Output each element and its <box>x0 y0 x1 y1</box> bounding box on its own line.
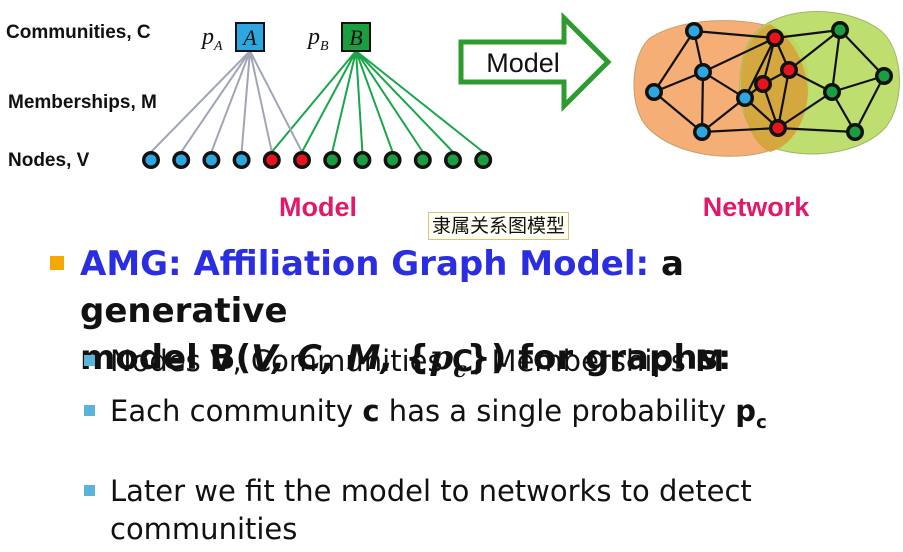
communities-label: Communities, C <box>6 22 151 43</box>
node-a <box>236 154 248 166</box>
membership-edge-a <box>180 50 251 153</box>
network-node-b <box>826 86 838 98</box>
network-caption: Network <box>703 192 811 222</box>
network-node-b <box>878 70 890 82</box>
main-line2-suffix: for graphs: <box>506 338 732 378</box>
network-edge <box>653 30 695 93</box>
node-b <box>477 154 489 166</box>
main-line1-rest: a generative <box>80 244 684 331</box>
network-node-ab <box>769 32 781 44</box>
sub-bullet-2: Each community c has a single probabilit… <box>84 392 894 442</box>
membership-edge-a <box>210 50 251 153</box>
node-b <box>387 154 399 166</box>
network-node-ab <box>757 78 769 90</box>
network-node-b <box>834 24 846 36</box>
main-line2-prefix: model B( <box>80 338 252 378</box>
network-edge <box>744 37 776 99</box>
sub-bullet-marker <box>84 355 95 366</box>
network-edge <box>854 75 885 133</box>
node-ab <box>296 154 308 166</box>
network-nodes <box>645 21 893 141</box>
node-b <box>417 154 429 166</box>
network-node-a <box>697 66 709 78</box>
node-b <box>326 154 338 166</box>
network-edge <box>776 69 791 129</box>
membership-edge-a <box>249 50 273 153</box>
sub-bullet-1: Nodes V, Communities C, Memberships M <box>84 342 894 380</box>
community-b-letter: B <box>349 25 362 50</box>
network-edge <box>653 91 703 133</box>
network-edges <box>653 28 885 134</box>
membership-edge-b <box>355 50 394 153</box>
membership-edge-b <box>271 50 357 153</box>
community-a-letter: A <box>241 25 257 50</box>
network-edge <box>774 28 841 40</box>
model-arrow <box>458 11 612 113</box>
sub-bullet-3: Later we fit the model to networks to de… <box>84 472 894 548</box>
membership-edge-b <box>331 50 357 153</box>
network-node-b <box>849 126 861 138</box>
network-edge <box>831 74 885 94</box>
main-bullet-text: AMG: Affiliation Graph Model: a generati… <box>80 241 890 394</box>
nodes-label: Nodes, V <box>8 150 90 171</box>
main-bullet: AMG: Affiliation Graph Model: a generati… <box>50 241 890 394</box>
sub-bullet-marker <box>84 405 95 416</box>
node-b <box>447 154 459 166</box>
network-edge <box>700 71 705 133</box>
p-b-label: pB <box>306 24 329 54</box>
p-a-label: pA <box>200 24 223 54</box>
model-arrow-label: Model <box>486 48 560 78</box>
network-edge <box>702 37 776 73</box>
node-a <box>175 154 187 166</box>
network-node-a <box>648 86 660 98</box>
bullet-marker <box>50 256 64 270</box>
network-node-ab <box>772 122 784 134</box>
amg-title: AMG: Affiliation Graph Model: <box>80 244 650 284</box>
main-line2-params: V, C, M, <box>251 338 394 378</box>
network-node-ab <box>783 64 795 76</box>
community-a-box <box>235 22 265 52</box>
membership-edge-a <box>150 50 251 153</box>
network-edge <box>839 29 885 77</box>
membership-edge-b <box>355 50 484 153</box>
community-b-box <box>341 22 371 52</box>
network-node-a <box>688 25 700 37</box>
network-edge <box>701 126 779 134</box>
affiliation-diagram: Communities, C Memberships, M Nodes, V p… <box>6 11 900 222</box>
chinese-caption: 隶属关系图模型 <box>428 212 570 240</box>
main-pc: pc <box>429 338 467 383</box>
network-graph <box>633 11 900 157</box>
node-a <box>145 154 157 166</box>
network-edge <box>777 91 833 129</box>
membership-edge-b <box>301 50 357 153</box>
network-edge <box>777 126 856 134</box>
network-node-a <box>696 126 708 138</box>
membership-edge-b <box>355 50 454 153</box>
membership-edges <box>150 50 484 153</box>
node-a <box>205 154 217 166</box>
node-b <box>356 154 368 166</box>
network-edge <box>788 29 841 71</box>
membership-edge-a <box>240 50 251 153</box>
memberships-label: Memberships, M <box>8 92 157 113</box>
membership-edge-b <box>355 50 364 153</box>
network-edge <box>701 97 746 133</box>
membership-edge-a <box>249 50 303 153</box>
sub-bullet-marker <box>84 485 95 496</box>
node-row <box>142 151 493 169</box>
network-edge <box>830 29 842 93</box>
main-brace-open: { <box>393 338 430 378</box>
network-edge <box>693 29 776 40</box>
membership-edge-b <box>355 50 424 153</box>
network-node-a <box>739 92 751 104</box>
model-caption: Model <box>279 192 357 222</box>
main-brace-close: }) <box>466 338 507 378</box>
node-ab <box>266 154 278 166</box>
